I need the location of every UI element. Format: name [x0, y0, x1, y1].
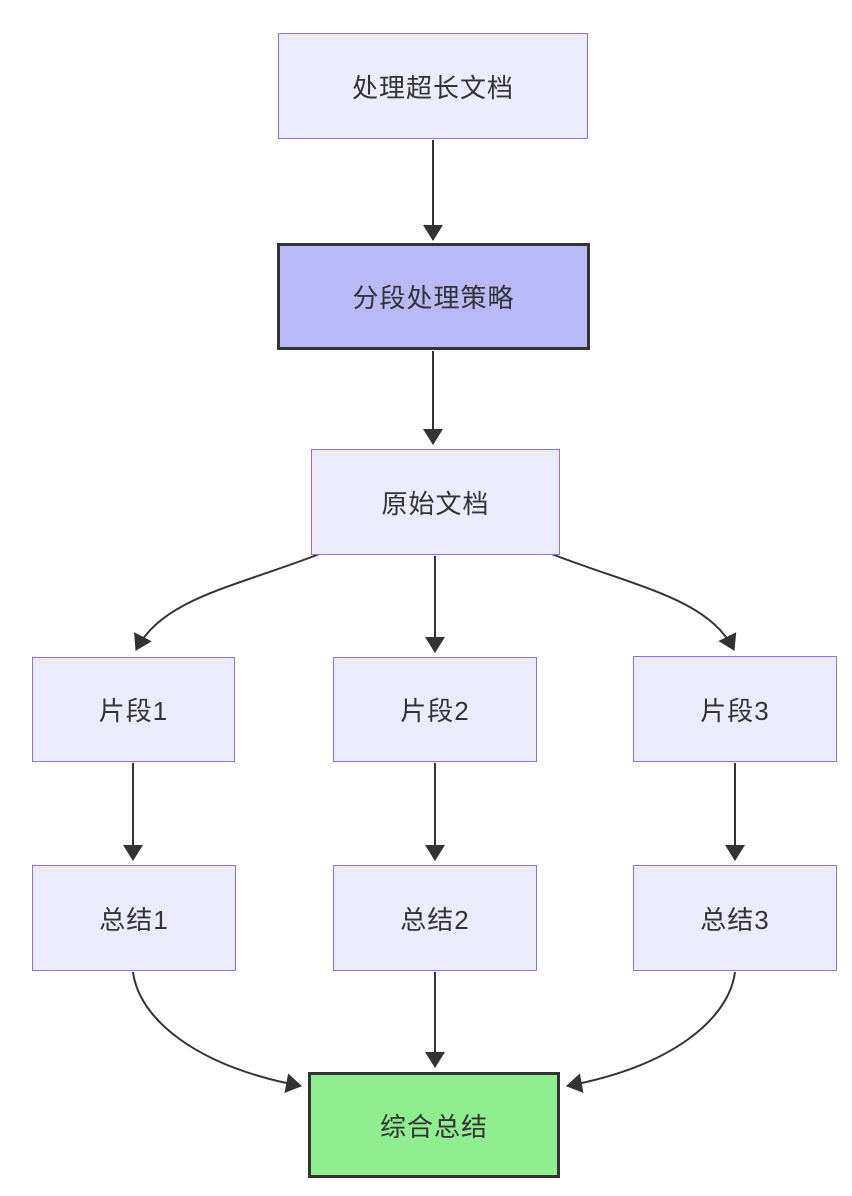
edge-summary1-to-final — [132, 971, 302, 1094]
node-label: 片段2 — [400, 696, 470, 726]
node-label: 片段1 — [98, 696, 169, 726]
node-summary-1: 总结1 — [32, 865, 236, 971]
node-summary-2: 总结2 — [333, 865, 537, 971]
node-label: 总结3 — [700, 904, 770, 935]
node-label: 原始文档 — [381, 488, 490, 519]
node-fragment-3: 片段3 — [633, 656, 837, 762]
node-summary-3: 总结3 — [633, 865, 837, 971]
edge-original-to-fragment3 — [548, 552, 737, 651]
node-segmented-processing-strategy: 分段处理策略 — [277, 243, 590, 350]
edge-original-to-fragment1 — [134, 552, 323, 651]
node-label: 总结1 — [99, 904, 169, 935]
node-label: 总结2 — [400, 904, 470, 935]
node-original-document: 原始文档 — [311, 449, 560, 555]
node-label: 分段处理策略 — [352, 283, 515, 313]
node-fragment-1: 片段1 — [32, 657, 235, 762]
node-label: 处理超长文档 — [351, 72, 514, 103]
node-combined-summary: 综合总结 — [308, 1072, 560, 1178]
edge-summary3-to-final — [566, 971, 736, 1094]
node-process-long-document: 处理超长文档 — [278, 33, 588, 139]
node-fragment-2: 片段2 — [333, 657, 537, 762]
node-label: 片段3 — [700, 695, 770, 726]
node-label: 综合总结 — [379, 1111, 488, 1142]
